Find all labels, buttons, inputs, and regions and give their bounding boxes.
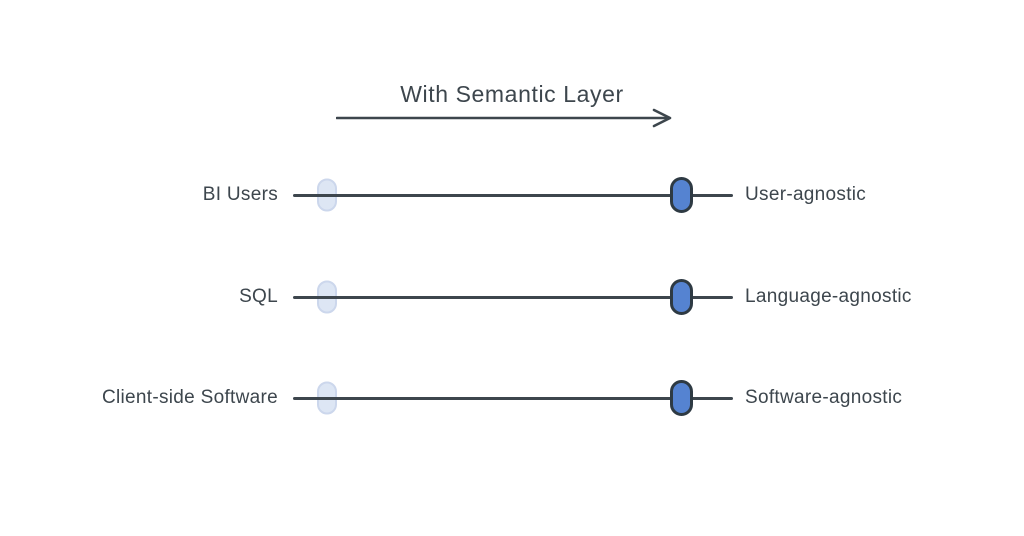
slider-handle-active xyxy=(670,177,693,213)
row-left-label: BI Users xyxy=(202,184,278,205)
slider-track xyxy=(293,396,733,400)
row-left-label: Client-side Software xyxy=(101,387,278,408)
diagram-title: With Semantic Layer xyxy=(400,81,624,107)
row-right-label: Software-agnostic xyxy=(745,387,903,408)
slider-handle-active xyxy=(670,380,693,416)
row-right-label: User-agnostic xyxy=(745,184,867,205)
row-right-label: Language-agnostic xyxy=(745,286,912,307)
right-arrow-icon xyxy=(336,108,672,128)
slider-track xyxy=(293,295,733,299)
row-left-label: SQL xyxy=(239,286,278,307)
slider-track xyxy=(293,193,733,197)
slider-handle-active xyxy=(670,279,693,315)
